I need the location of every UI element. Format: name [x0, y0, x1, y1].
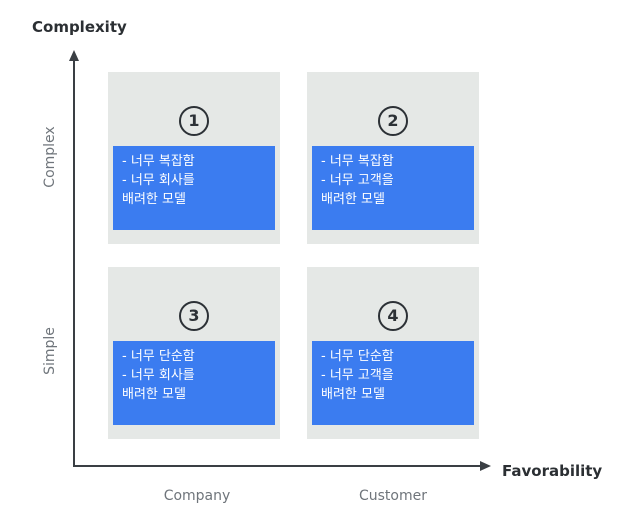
- quadrant-2: 2 - 너무 복잡함 - 너무 고객을 배려한 모델: [307, 72, 479, 244]
- quadrant-description: - 너무 복잡함 - 너무 회사를 배려한 모델: [113, 146, 275, 230]
- quadrant-number-badge: 1: [179, 106, 209, 136]
- description-line: 배려한 모델: [321, 192, 385, 207]
- description-line: - 너무 회사를: [122, 173, 195, 188]
- quadrant-number-badge: 3: [179, 301, 209, 331]
- quadrant-number-badge: 4: [378, 301, 408, 331]
- description-line: 배려한 모델: [122, 192, 186, 207]
- description-line: - 너무 복잡함: [321, 154, 394, 169]
- row-label-simple: Simple: [42, 327, 58, 375]
- row-label-complex: Complex: [42, 126, 58, 188]
- quadrant-number-badge: 2: [378, 106, 408, 136]
- x-axis-title: Favorability: [502, 462, 603, 480]
- quadrant-4: 4 - 너무 단순함 - 너무 고객을 배려한 모델: [307, 267, 479, 439]
- description-line: - 너무 복잡함: [122, 154, 195, 169]
- column-label-customer: Customer: [358, 488, 428, 504]
- quadrant-description: - 너무 복잡함 - 너무 고객을 배려한 모델: [312, 146, 474, 230]
- description-line: - 너무 고객을: [321, 368, 394, 383]
- y-axis-title: Complexity: [32, 18, 127, 36]
- description-line: 배려한 모델: [321, 387, 385, 402]
- description-line: - 너무 단순함: [122, 349, 195, 364]
- description-line: - 너무 고객을: [321, 173, 394, 188]
- description-line: - 너무 단순함: [321, 349, 394, 364]
- x-axis-arrowhead: [480, 461, 491, 471]
- description-line: 배려한 모델: [122, 387, 186, 402]
- quadrant-3: 3 - 너무 단순함 - 너무 회사를 배려한 모델: [108, 267, 280, 439]
- description-line: - 너무 회사를: [122, 368, 195, 383]
- quadrant-1: 1 - 너무 복잡함 - 너무 회사를 배려한 모델: [108, 72, 280, 244]
- y-axis-arrowhead: [69, 50, 79, 61]
- quadrant-description: - 너무 단순함 - 너무 회사를 배려한 모델: [113, 341, 275, 425]
- quadrant-description: - 너무 단순함 - 너무 고객을 배려한 모델: [312, 341, 474, 425]
- column-label-company: Company: [163, 488, 231, 504]
